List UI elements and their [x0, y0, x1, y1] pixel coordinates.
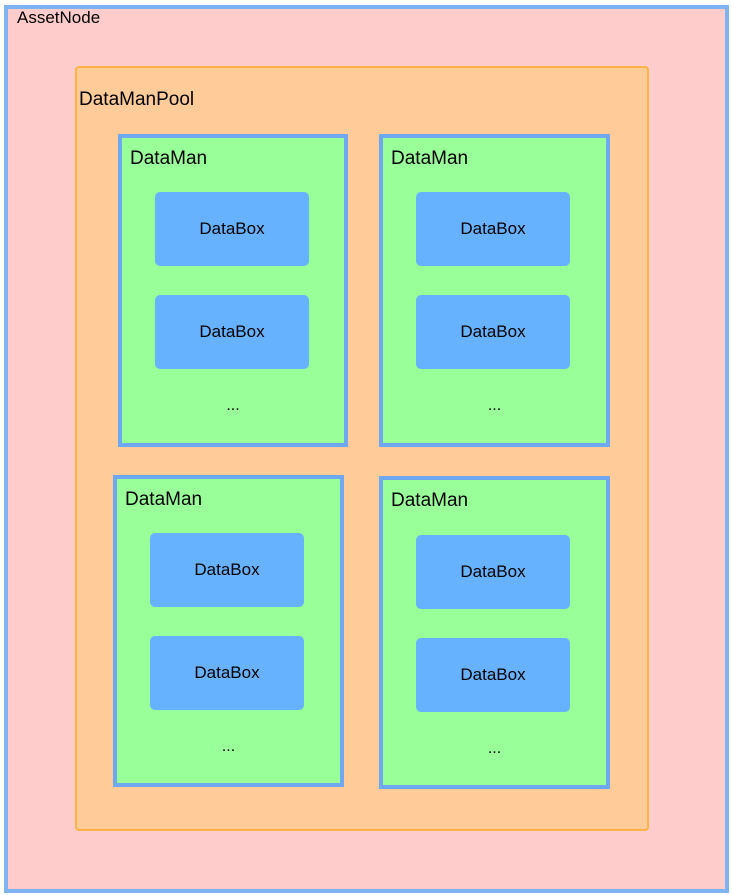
- asset-node-label: AssetNode: [17, 8, 101, 27]
- databox: DataBox: [416, 535, 570, 609]
- more-ellipsis: ...: [226, 397, 240, 414]
- more-ellipsis: ...: [221, 738, 236, 755]
- datamanpool-label: DataManPool: [79, 89, 195, 110]
- databox: DataBox: [416, 638, 570, 712]
- databox: DataBox: [416, 192, 570, 266]
- dataman-container-4: DataMan DataBox DataBox ...: [379, 476, 610, 789]
- more-ellipsis: ...: [487, 740, 502, 757]
- databox: DataBox: [155, 192, 309, 266]
- databox: DataBox: [416, 295, 570, 369]
- dataman-container-2: DataMan DataBox DataBox ...: [379, 134, 610, 447]
- dataman-container-3: DataMan DataBox DataBox ...: [113, 475, 344, 787]
- databox: DataBox: [155, 295, 309, 369]
- more-ellipsis: ...: [487, 397, 502, 414]
- dataman-label: DataMan: [391, 490, 469, 511]
- dataman-label: DataMan: [391, 148, 469, 169]
- databox: DataBox: [150, 636, 304, 710]
- dataman-label: DataMan: [130, 148, 208, 169]
- databox: DataBox: [150, 533, 304, 607]
- dataman-label: DataMan: [125, 489, 203, 510]
- dataman-container-1: DataMan DataBox DataBox ...: [118, 134, 348, 447]
